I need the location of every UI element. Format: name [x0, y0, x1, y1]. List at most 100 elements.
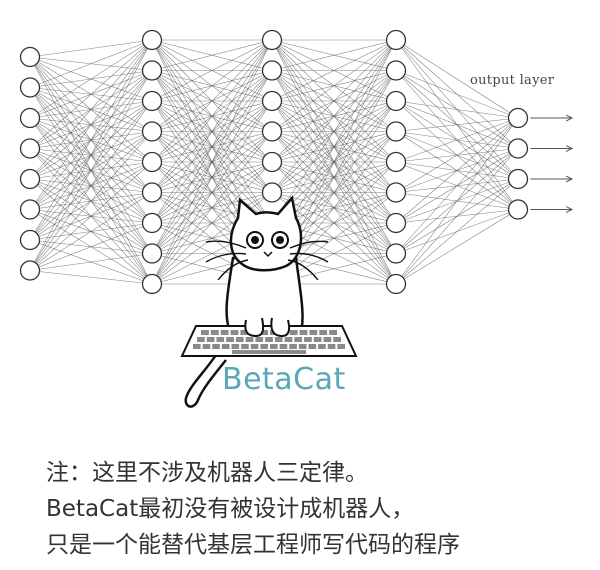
- keyboard-key: [313, 337, 322, 342]
- caption-line: 注：这里不涉及机器人三定律。: [46, 460, 368, 486]
- keyboard-key: [308, 344, 317, 349]
- neuron-node: [19, 260, 41, 281]
- neuron-node: [261, 60, 283, 81]
- keyboard-key: [250, 344, 259, 349]
- neuron-node: [261, 182, 283, 203]
- connection-line: [395, 70, 519, 119]
- connection-line: [151, 39, 273, 224]
- keyboard-spacebar: [232, 350, 306, 354]
- keyboard-key: [260, 344, 268, 349]
- neuron-node: [141, 182, 163, 203]
- keyboard-key: [318, 344, 326, 349]
- neuron-node: [141, 273, 163, 295]
- keyboard-icon: [180, 325, 358, 357]
- caption-line: 只是一个能替代基层工程师写代码的程序: [46, 532, 460, 558]
- connection-line: [151, 39, 273, 163]
- neuron-node: [141, 243, 163, 264]
- neuron-node: [385, 212, 407, 234]
- output-node: [507, 199, 529, 220]
- connection-line: [151, 131, 273, 285]
- keyboard-key: [193, 344, 201, 349]
- keyboard-key: [216, 337, 225, 342]
- neuron-node: [19, 199, 41, 220]
- keyboard-key: [260, 330, 268, 335]
- neuron-node: [19, 77, 41, 98]
- keyboard-key: [294, 337, 303, 342]
- connection-line: [151, 161, 273, 285]
- connection-line: [395, 117, 519, 285]
- betacat-brand-label: BetaCat: [222, 362, 346, 397]
- connection-line: [395, 100, 519, 119]
- cat-head: [229, 195, 303, 272]
- keyboard-key: [284, 337, 293, 342]
- caption-note: 注：这里不涉及机器人三定律。 BetaCat最初没有被设计成机器人， 只是一个能…: [46, 455, 586, 563]
- keyboard-key: [245, 337, 254, 342]
- connection-line: [271, 39, 397, 102]
- connection-line: [29, 222, 153, 271]
- connection-line: [395, 117, 519, 254]
- connection-line: [29, 100, 153, 271]
- keyboard-key: [333, 337, 341, 342]
- connection-line: [29, 39, 153, 241]
- keyboard-key: [337, 344, 345, 349]
- neuron-node: [141, 151, 163, 173]
- connection-line: [151, 39, 273, 254]
- connection-line: [151, 192, 273, 285]
- keyboard-key: [226, 337, 234, 342]
- keyboard-key: [319, 330, 328, 335]
- output-layer-label: output layer: [470, 73, 555, 88]
- connection-line: [395, 117, 519, 193]
- network-nodes: [19, 29, 529, 295]
- keyboard-key: [299, 330, 308, 335]
- cat-whiskers: [205, 240, 329, 281]
- keyboard-key: [230, 330, 239, 335]
- neuron-node: [19, 107, 41, 129]
- output-node: [507, 107, 529, 129]
- neuron-node: [385, 151, 407, 173]
- keyboard-key: [202, 344, 211, 349]
- neuron-node: [385, 29, 407, 51]
- keyboard-key: [210, 330, 219, 335]
- connection-line: [151, 39, 273, 102]
- connection-line: [151, 39, 273, 285]
- neuron-node: [19, 229, 41, 251]
- connection-line: [29, 39, 153, 210]
- connection-line: [271, 39, 397, 193]
- neuron-node: [261, 90, 283, 112]
- keyboard-key: [274, 337, 283, 342]
- connection-line: [29, 39, 153, 180]
- keyboard-key: [304, 337, 312, 342]
- connection-line: [271, 39, 397, 132]
- neuron-node: [141, 121, 163, 142]
- keyboard-key: [327, 344, 336, 349]
- neuron-node: [141, 60, 163, 81]
- neuron-node: [385, 273, 407, 295]
- keyboard-key: [309, 330, 318, 335]
- keyboard-key: [298, 344, 307, 349]
- connection-line: [395, 178, 519, 285]
- keyboard-key: [235, 337, 244, 342]
- connection-line: [29, 253, 153, 271]
- neuron-node: [141, 29, 163, 51]
- connection-line: [271, 39, 397, 163]
- connection-line: [151, 39, 273, 193]
- keyboard-key: [220, 330, 229, 335]
- cat-right-paw: [270, 317, 291, 338]
- keyboard-key: [279, 344, 288, 349]
- neuron-node: [19, 46, 41, 68]
- keyboard-key: [255, 337, 264, 342]
- neuron-node: [385, 243, 407, 264]
- network-connections: [29, 39, 519, 285]
- keyboard-key: [201, 330, 209, 335]
- connection-line: [29, 39, 153, 88]
- keyboard-key: [329, 330, 337, 335]
- connection-line: [29, 270, 153, 285]
- connection-line: [151, 100, 273, 285]
- connection-line: [395, 148, 519, 285]
- neuron-node: [261, 151, 283, 173]
- keyboard-key: [231, 344, 240, 349]
- betacat-mascot-icon: [180, 195, 358, 408]
- keyboard-key: [289, 330, 298, 335]
- neuron-node: [385, 121, 407, 142]
- keyboard-key: [206, 337, 215, 342]
